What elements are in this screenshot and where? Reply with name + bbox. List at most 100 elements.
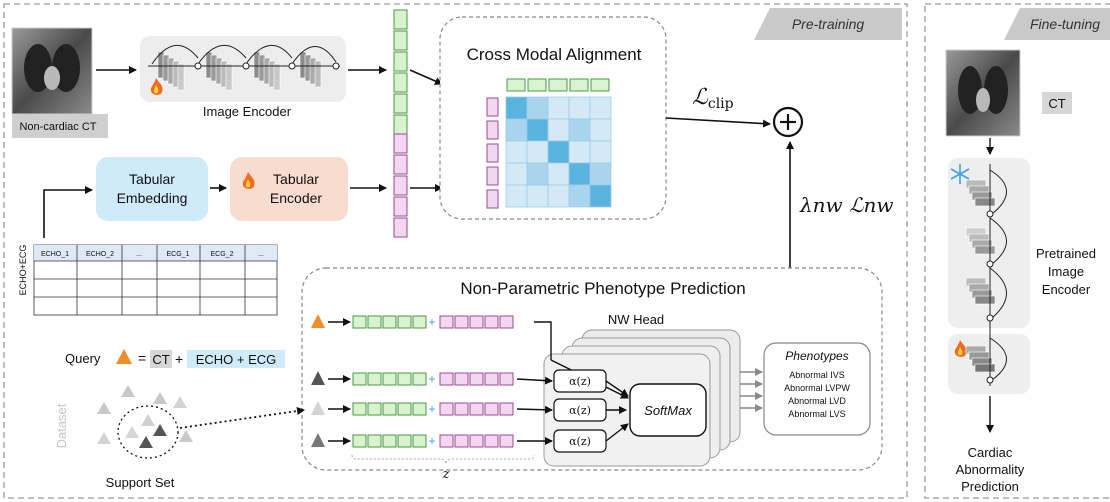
finetune-panel: Fine-tuning: [924, 3, 1110, 499]
image-token: [397, 402, 412, 416]
image-token: [382, 402, 397, 416]
heatmap-cell: [589, 184, 612, 208]
loss-clip-sub: clip: [708, 96, 734, 112]
cross-modal-title: Cross Modal Alignment: [467, 45, 642, 64]
heatmap-cell: [568, 118, 591, 142]
support-set-circle: [117, 405, 179, 459]
tabular-token: [454, 315, 469, 329]
tabular-token-column: [393, 133, 408, 238]
z-label: z: [442, 467, 450, 482]
heatmap-cell: [505, 162, 528, 186]
heatmap-cell: [547, 118, 570, 142]
heatmap-cell: [547, 96, 570, 120]
output-arrows: [740, 368, 763, 412]
alpha-label: α(z): [569, 375, 591, 388]
tabular-token: [454, 402, 469, 416]
heatmap-cell: [568, 140, 591, 164]
query-label: Query: [65, 351, 101, 366]
query-ct: CT: [152, 352, 169, 367]
image-token: [352, 372, 367, 386]
tabular-token: [439, 315, 454, 329]
softmax-box: SoftMax: [629, 383, 707, 437]
heatmap-cell: [589, 140, 612, 164]
tabular-token: [454, 434, 469, 448]
alignment-row-tokens: [506, 78, 610, 92]
query-eq: =: [138, 350, 146, 366]
sample-triangle-icon: [311, 433, 325, 447]
image-token: [367, 402, 382, 416]
image-token: [352, 402, 367, 416]
tabular-token: [499, 315, 514, 329]
image-token-column: [393, 9, 408, 135]
phenotypes-box: Phenotypes Abnormal IVS Abnormal LVPW Ab…: [763, 342, 871, 436]
heatmap-cell: [505, 184, 528, 208]
svg-text:ℒclip: ℒclip: [692, 85, 734, 112]
tabular-encoder-label-1: Tabular: [273, 171, 319, 187]
alpha-label: α(z): [569, 404, 591, 417]
finetune-encoder-label-3: Encoder: [1042, 282, 1091, 297]
heatmap-cell: [526, 118, 549, 142]
alpha-label: α(z): [569, 435, 591, 448]
finetune-ct-image: [945, 49, 1021, 137]
z-brace: [351, 454, 535, 465]
heatmap-cell: [526, 184, 549, 208]
concat-plus: +: [428, 434, 435, 448]
image-token: [397, 372, 412, 386]
loss-clip-label: ℒclip: [692, 85, 734, 112]
tabular-token: [469, 434, 484, 448]
image-token: [382, 372, 397, 386]
image-token: [352, 434, 367, 448]
pretrain-panel-label: Pre-training: [792, 16, 865, 32]
finetune-output-label-1: Cardiac: [968, 445, 1013, 460]
cross-modal-alignment: Cross Modal Alignment: [439, 16, 667, 220]
tabular-embedding-label-1: Tabular: [129, 171, 175, 187]
sample-triangle-icon: [311, 401, 325, 415]
encoder-blocks: [157, 51, 322, 91]
concat-plus: +: [428, 402, 435, 416]
heatmap-cell: [526, 162, 549, 186]
concat-plus: +: [428, 315, 435, 329]
nonparam-title: Non-Parametric Phenotype Prediction: [460, 279, 745, 298]
tabular-embedding-label-2: Embedding: [117, 190, 188, 206]
tabular-token: [499, 402, 514, 416]
heatmap-cell: [568, 184, 591, 208]
heatmap-cell: [547, 140, 570, 164]
alpha-box-3: α(z): [553, 429, 607, 453]
loss-clip-main: ℒ: [692, 85, 709, 110]
similarity-heatmap: [505, 96, 612, 208]
tabular-token: [469, 402, 484, 416]
finetune-panel-label: Fine-tuning: [1030, 16, 1100, 32]
table-side-label: ECHO+ECG: [18, 245, 28, 296]
image-token: [367, 434, 382, 448]
tabular-token: [469, 372, 484, 386]
tabular-token: [499, 434, 514, 448]
flame-icon: [954, 340, 967, 357]
finetune-blocks: [965, 179, 996, 373]
image-token: [397, 315, 412, 329]
query-echo-ecg: ECHO + ECG: [196, 352, 277, 367]
phenotype-item: Abnormal IVS: [789, 370, 845, 380]
image-token: [382, 434, 397, 448]
finetune-output-label-2: Abnormality: [956, 462, 1025, 477]
tabular-token: [439, 434, 454, 448]
dataset-points: [97, 385, 193, 444]
phenotype-item: Abnormal LVPW: [784, 383, 850, 393]
image-token: [382, 315, 397, 329]
support-set-points: [125, 414, 167, 448]
query-triangle-icon: [116, 349, 132, 364]
pretrain-panel: Pre-training: [3, 3, 908, 499]
support-row: +: [311, 371, 514, 386]
finetune-ct-label: CT: [1048, 96, 1065, 111]
support-to-rows-link: [179, 407, 305, 429]
heatmap-cell: [505, 140, 528, 164]
finetune-output-label-3: Prediction: [961, 479, 1019, 494]
sample-triangle-icon: [311, 314, 325, 328]
heatmap-cell: [589, 96, 612, 120]
image-token: [367, 315, 382, 329]
phenotype-item: Abnormal LVD: [788, 396, 846, 406]
table-header-ecg1: ECG_1: [167, 251, 190, 258]
query-legend: Query = CT + ECHO + ECG: [65, 349, 285, 368]
support-row: +: [311, 401, 514, 416]
table-header-echo1: ECHO_1: [41, 251, 69, 258]
concat-plus: +: [428, 372, 435, 386]
